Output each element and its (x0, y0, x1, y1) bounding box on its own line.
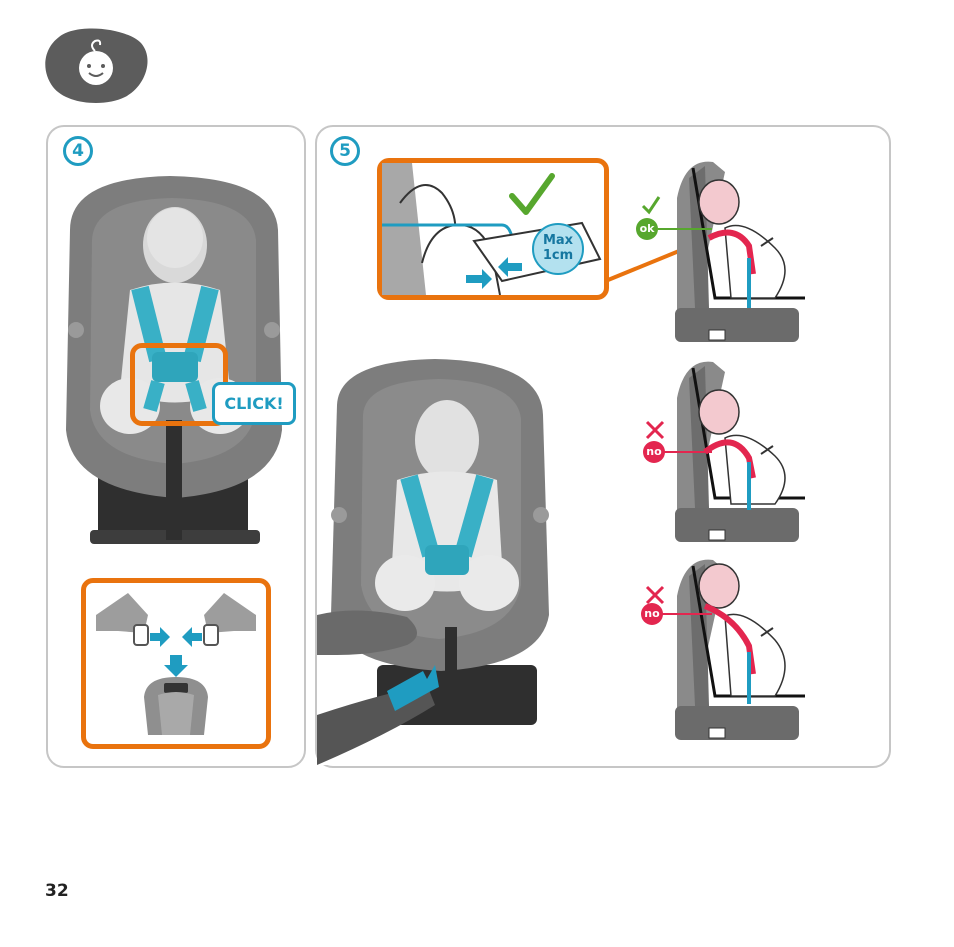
side-view-no-illustration-2 (665, 556, 815, 746)
baby-face-icon (45, 25, 151, 105)
no-badge-2: no (641, 603, 663, 625)
no-cross-icon-1 (644, 419, 666, 441)
no-pointer-line-1 (664, 449, 712, 455)
step-4-number: 4 (63, 136, 93, 166)
ok-check-icon (640, 194, 662, 216)
ok-badge: ok (636, 218, 658, 240)
checkmark-icon (508, 172, 556, 220)
side-view-ok-illustration (665, 158, 815, 348)
click-badge: CLICK! (212, 382, 296, 425)
step-5-number: 5 (330, 136, 360, 166)
ok-pointer-line (658, 226, 712, 232)
car-seat-tighten-photo (317, 345, 572, 765)
no-badge-1: no (643, 441, 665, 463)
no-pointer-line-2 (662, 611, 712, 617)
max-gap-label-line2: 1cm (534, 248, 582, 263)
max-gap-label-line1: Max (534, 233, 582, 248)
max-gap-badge: Max 1cm (532, 223, 584, 275)
buckle-diagram-illustration (88, 585, 264, 743)
page-number: 32 (45, 881, 69, 901)
